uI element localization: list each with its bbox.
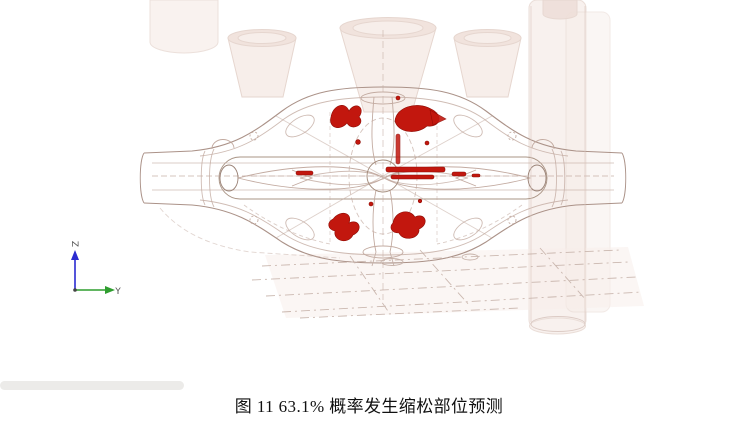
defect-runner-streak-1 [385,166,446,173]
base-plate-wireframe [251,247,643,319]
defect-runner-streak-right-2 [471,173,481,178]
casting-wireframe [139,6,627,332]
tall-right-cylinder-2 [565,11,611,313]
porosity-defect-regions [295,95,481,242]
top-left-riser-shape [149,0,219,54]
pouring-cup-right [453,29,522,98]
base-plate-details [371,251,479,267]
defect-runner-streak-left [295,170,314,176]
defect-runner-streak-right [451,171,467,177]
z-axis-arrowhead [71,250,79,260]
top-small-cylinder [542,0,578,20]
axis-origin-dot [73,288,77,292]
defect-upper-left [330,105,362,128]
axis-triad: Z Y [69,241,121,297]
base-plate-solid [265,247,644,318]
defect-lower-left [328,212,360,242]
y-axis-label: Y [114,287,121,297]
z-axis-label: Z [69,241,79,247]
gray-streak-artifact [0,381,184,390]
defect-runner-streak-2 [390,174,435,180]
figure-caption: 图 11 63.1% 概率发生缩松部位预测 [234,397,504,416]
defect-upper-right-tail [429,109,447,126]
riser-solids [149,0,644,335]
y-axis-arrowhead [105,286,115,294]
casting-simulation-view: Z Y [0,0,644,390]
defect-sprue-streak [395,133,401,165]
defect-lower-right [390,211,426,239]
pouring-cup-left [227,29,297,98]
